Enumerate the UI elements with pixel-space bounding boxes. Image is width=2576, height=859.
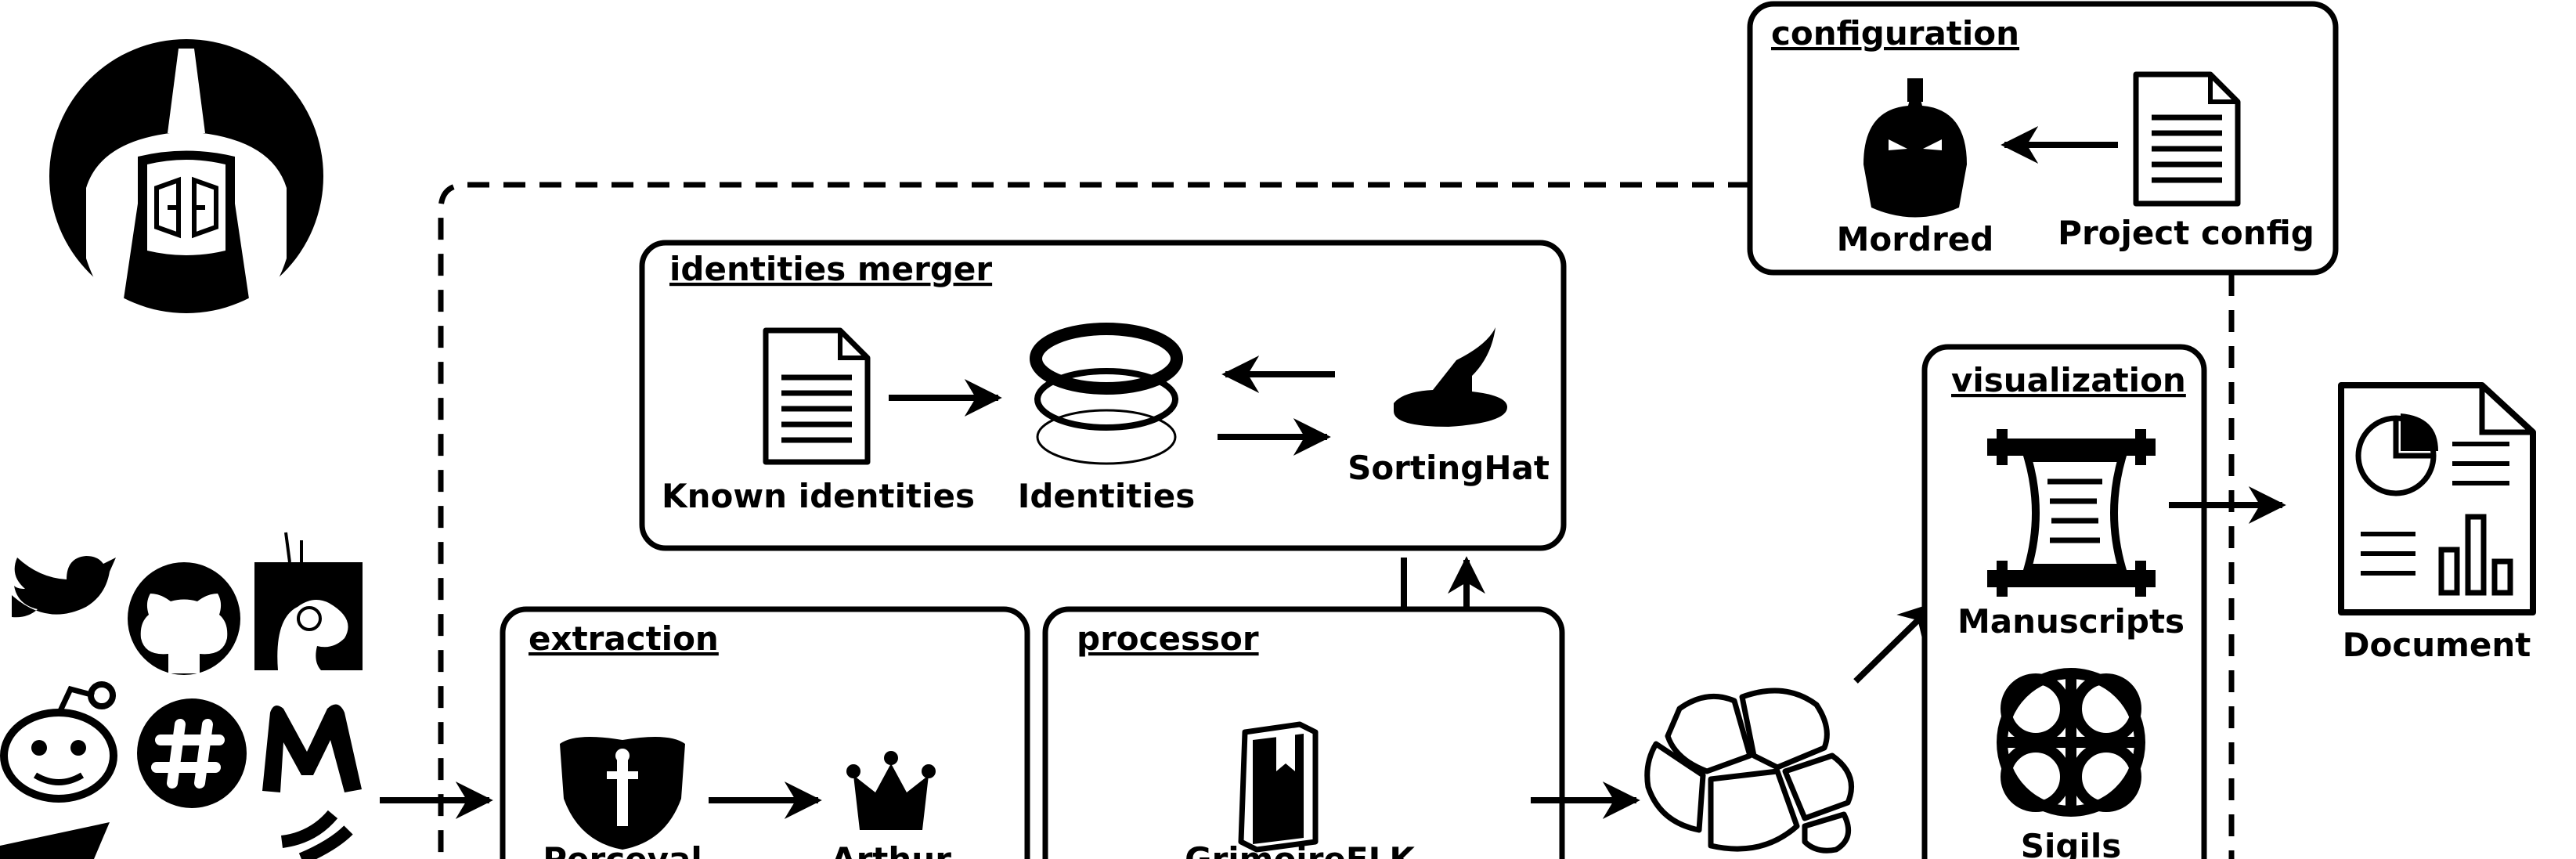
stacked-rings-icon xyxy=(1030,323,1183,465)
identities-label: Identities xyxy=(1018,477,1196,515)
report-icon xyxy=(2338,382,2536,615)
arthur-label: Arthur xyxy=(831,840,951,859)
book-icon xyxy=(1238,721,1319,853)
arrow-elasticsearch-to-visualization xyxy=(1853,601,1937,684)
grimoirelab-elk-label: GrimoireELK xyxy=(1185,840,1416,859)
slack-icon xyxy=(137,698,247,808)
sortinghat-label: SortingHat xyxy=(1348,449,1550,487)
rss-icon xyxy=(280,810,353,859)
celtic-knot-icon xyxy=(1997,668,2145,817)
visualization-panel-title: visualization xyxy=(1951,361,2186,399)
twitter-icon xyxy=(12,556,116,618)
project-config-label: Project config xyxy=(2058,214,2314,252)
helmet-icon xyxy=(1863,78,1967,218)
scroll-icon xyxy=(1987,429,2156,597)
processor-panel-title: processor xyxy=(1077,619,1259,658)
manuscripts-label: Manuscripts xyxy=(1957,602,2185,641)
grimoirelab-logo-icon xyxy=(49,39,323,313)
wizard-hat-icon xyxy=(1394,327,1507,427)
identities-merger-panel: identities merger xyxy=(639,240,1567,551)
elasticsearch-icon xyxy=(1644,688,1854,854)
identities-merger-panel-title: identities merger xyxy=(669,250,992,288)
meetup-icon xyxy=(262,704,362,792)
dashed-boundary xyxy=(438,182,1750,859)
document-label: Document xyxy=(2343,626,2531,664)
bugzilla-icon xyxy=(254,532,363,670)
github-icon xyxy=(128,562,240,675)
reddit-icon xyxy=(0,681,117,803)
document-icon xyxy=(2133,71,2241,207)
sigils-label: Sigils xyxy=(2021,827,2122,859)
crown-icon xyxy=(846,751,936,830)
perceval-label: Perceval xyxy=(543,840,702,859)
known-identities-label: Known identities xyxy=(662,477,975,515)
extraction-panel-title: extraction xyxy=(529,619,719,658)
shield-icon xyxy=(560,737,685,850)
telegram-icon xyxy=(0,822,110,859)
configuration-panel-title: configuration xyxy=(1771,14,2019,52)
mordred-label: Mordred xyxy=(1837,220,1994,258)
document-icon xyxy=(763,327,871,465)
